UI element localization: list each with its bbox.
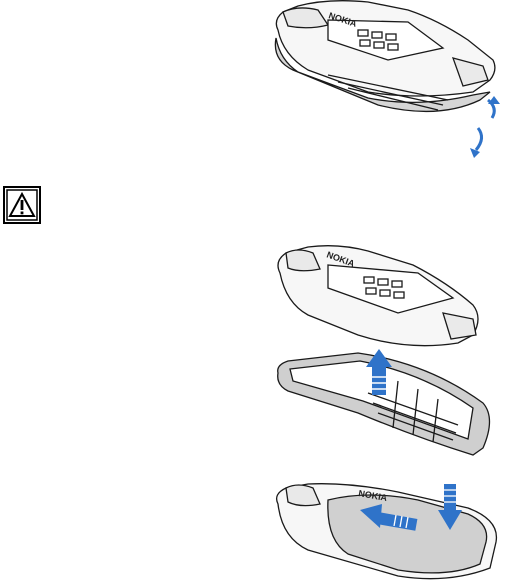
warning-triangle-icon [3,186,41,224]
illustration-open-back-cover: NOKIA [268,0,505,160]
illustration-attach-cover: NOKIA [268,480,505,587]
illustration-remove-cover: NOKIA [268,243,505,463]
